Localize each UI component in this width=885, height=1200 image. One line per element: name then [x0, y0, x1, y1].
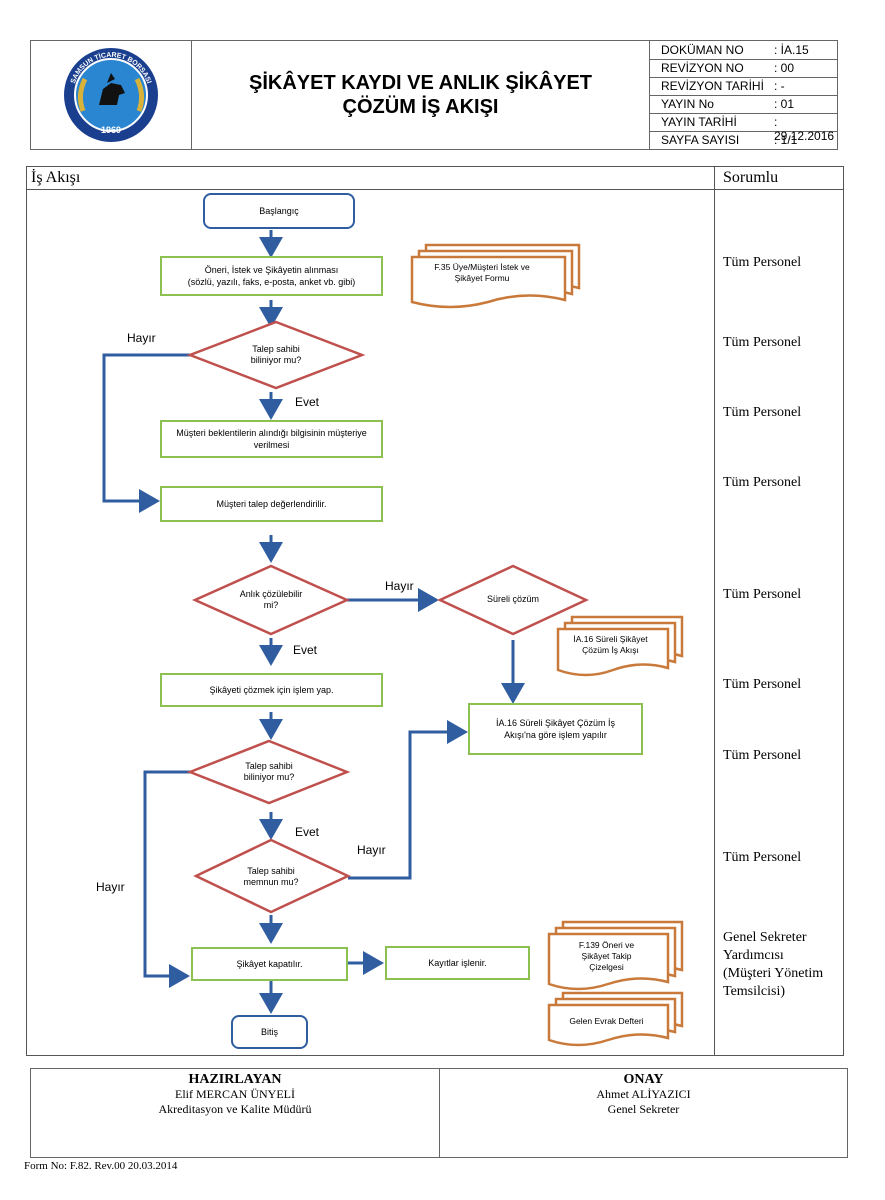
svg-text:1969: 1969: [101, 125, 121, 135]
responsible-text: Tüm Personel: [723, 677, 802, 692]
responsible-text: Tüm Personel: [723, 405, 802, 420]
responsible-text: Tüm Personel: [723, 587, 802, 602]
meta-row: SAYFA SAYISI: 1/1: [661, 133, 798, 147]
decision-diamond: [437, 564, 589, 636]
prepared-name: Elif MERCAN ÜNYELİ: [175, 1087, 295, 1101]
logo-cell: 1969 SAMSUN TİCARET BORSASI: [31, 41, 192, 149]
approval-footer: HAZIRLAYAN Elif MERCAN ÜNYELİ Akreditasy…: [30, 1068, 848, 1158]
responsible-column-heading: Sorumlu: [723, 169, 779, 186]
approval-cell: ONAY Ahmet ALİYAZICI Genel Sekreter: [440, 1069, 847, 1160]
prepared-by-cell: HAZIRLAYAN Elif MERCAN ÜNYELİ Akreditasy…: [31, 1069, 439, 1160]
prepared-role: Akreditasyon ve Kalite Müdürü: [158, 1102, 312, 1116]
responsible-text: Tüm Personel: [723, 255, 802, 270]
decision-diamond: [191, 564, 351, 636]
process-solve: Şikâyeti çözmek için işlem yap.: [160, 673, 383, 707]
edge-label-yes: Evet: [293, 643, 318, 657]
process-evaluate: Müşteri talep değerlendirilir.: [160, 486, 383, 522]
decision-diamond: [193, 838, 351, 914]
edge-label-no: Hayır: [96, 880, 125, 894]
form-number: Form No: F.82. Rev.00 20.03.2014: [24, 1160, 178, 1172]
decision-diamond: [186, 739, 351, 805]
decision-timed-solution: Süreli çözüm: [486, 594, 540, 604]
flow-column-heading: İş Akışı: [31, 169, 81, 186]
end-terminal: Bitiş: [231, 1015, 308, 1049]
document-meta-table: DOKÜMAN NO: İA.15 REVİZYON NO: 00 REVİZY…: [650, 41, 838, 149]
responsible-text: Tüm Personel: [723, 475, 802, 490]
approval-name: Ahmet ALİYAZICI: [596, 1087, 691, 1101]
prepared-title: HAZIRLAYAN: [188, 1072, 282, 1087]
process-inform-customer: Müşteri beklentilerin alındığı bilgisini…: [160, 420, 383, 458]
document-title-line2: ÇÖZÜM İŞ AKIŞI: [342, 96, 499, 118]
process-close-complaint: Şikâyet kapatılır.: [191, 947, 348, 981]
header-divider: [27, 189, 843, 190]
edge-label-no: Hayır: [385, 579, 414, 593]
document-title-line1: ŞİKÂYET KAYDI VE ANLIK ŞİKÂYET: [248, 72, 593, 94]
meta-row: YAYIN TARİHİ: 29.12.2016: [650, 113, 838, 143]
edge-label-yes: Evet: [295, 395, 320, 409]
edge-label-yes: Evet: [295, 825, 320, 839]
document-stack: [547, 920, 684, 991]
meta-row: DOKÜMAN NO: İA.15: [650, 41, 838, 60]
meta-row: REVİZYON NO: 00: [650, 59, 838, 78]
edge-label-no: Hayır: [127, 331, 156, 345]
title-cell: ŞİKÂYET KAYDI VE ANLIK ŞİKÂYET ÇÖZÜM İŞ …: [192, 41, 650, 149]
document-header: 1969 SAMSUN TİCARET BORSASI ŞİKÂYET KAYD…: [30, 40, 838, 150]
footer-divider: [439, 1069, 440, 1157]
flow-frame: İş Akışı Sorumlu: [26, 166, 844, 1056]
document-stack: [410, 243, 581, 309]
arrow: [143, 770, 190, 988]
document-stack: [556, 615, 684, 677]
process-record: Kayıtlar işlenir.: [385, 946, 530, 980]
document-stack: [547, 991, 684, 1047]
approval-title: ONAY: [623, 1072, 664, 1087]
column-divider: [714, 167, 715, 1055]
process-receive-request: Öneri, İstek ve Şikâyetin alınması(sözlü…: [160, 256, 383, 296]
start-terminal: Başlangıç: [203, 193, 355, 229]
organization-logo: 1969 SAMSUN TİCARET BORSASI: [64, 48, 158, 142]
responsible-text: Tüm Personel: [723, 335, 802, 350]
arrow: [348, 720, 468, 880]
approval-role: Genel Sekreter: [607, 1102, 680, 1116]
meta-row: YAYIN No: 01: [650, 95, 838, 114]
responsible-text: Tüm Personel: [723, 748, 802, 763]
decision-diamond: [186, 320, 366, 390]
document-ledger: Gelen Evrak Defteri: [569, 1016, 644, 1026]
arrow: [102, 353, 190, 513]
responsible-text: Tüm Personel: [723, 850, 802, 865]
meta-row: REVİZYON TARİHİ: -: [650, 77, 838, 96]
edge-label-no: Hayır: [357, 843, 386, 857]
